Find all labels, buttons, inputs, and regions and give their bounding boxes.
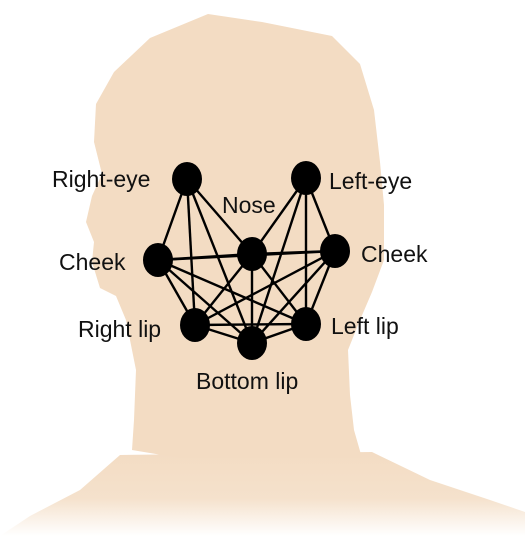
label-left-cheek: Cheek: [361, 241, 428, 267]
label-right-eye: Right-eye: [52, 166, 150, 192]
label-left-eye: Left-eye: [329, 168, 412, 194]
node-bottom-lip: [237, 326, 267, 360]
label-right-cheek: Cheek: [59, 249, 126, 275]
label-right-lip: Right lip: [78, 316, 161, 342]
label-nose: Nose: [222, 192, 276, 218]
edge-right-lip-left-lip: [195, 324, 306, 325]
node-right-lip: [180, 308, 210, 342]
node-right-eye: [172, 162, 202, 196]
node-nose: [237, 237, 267, 271]
node-left-cheek: [320, 234, 350, 268]
shoulders-silhouette: [0, 452, 525, 536]
node-left-lip: [291, 307, 321, 341]
node-left-eye: [291, 161, 321, 195]
node-right-cheek: [143, 243, 173, 277]
label-left-lip: Left lip: [331, 313, 399, 339]
label-bottom-lip: Bottom lip: [196, 368, 298, 394]
